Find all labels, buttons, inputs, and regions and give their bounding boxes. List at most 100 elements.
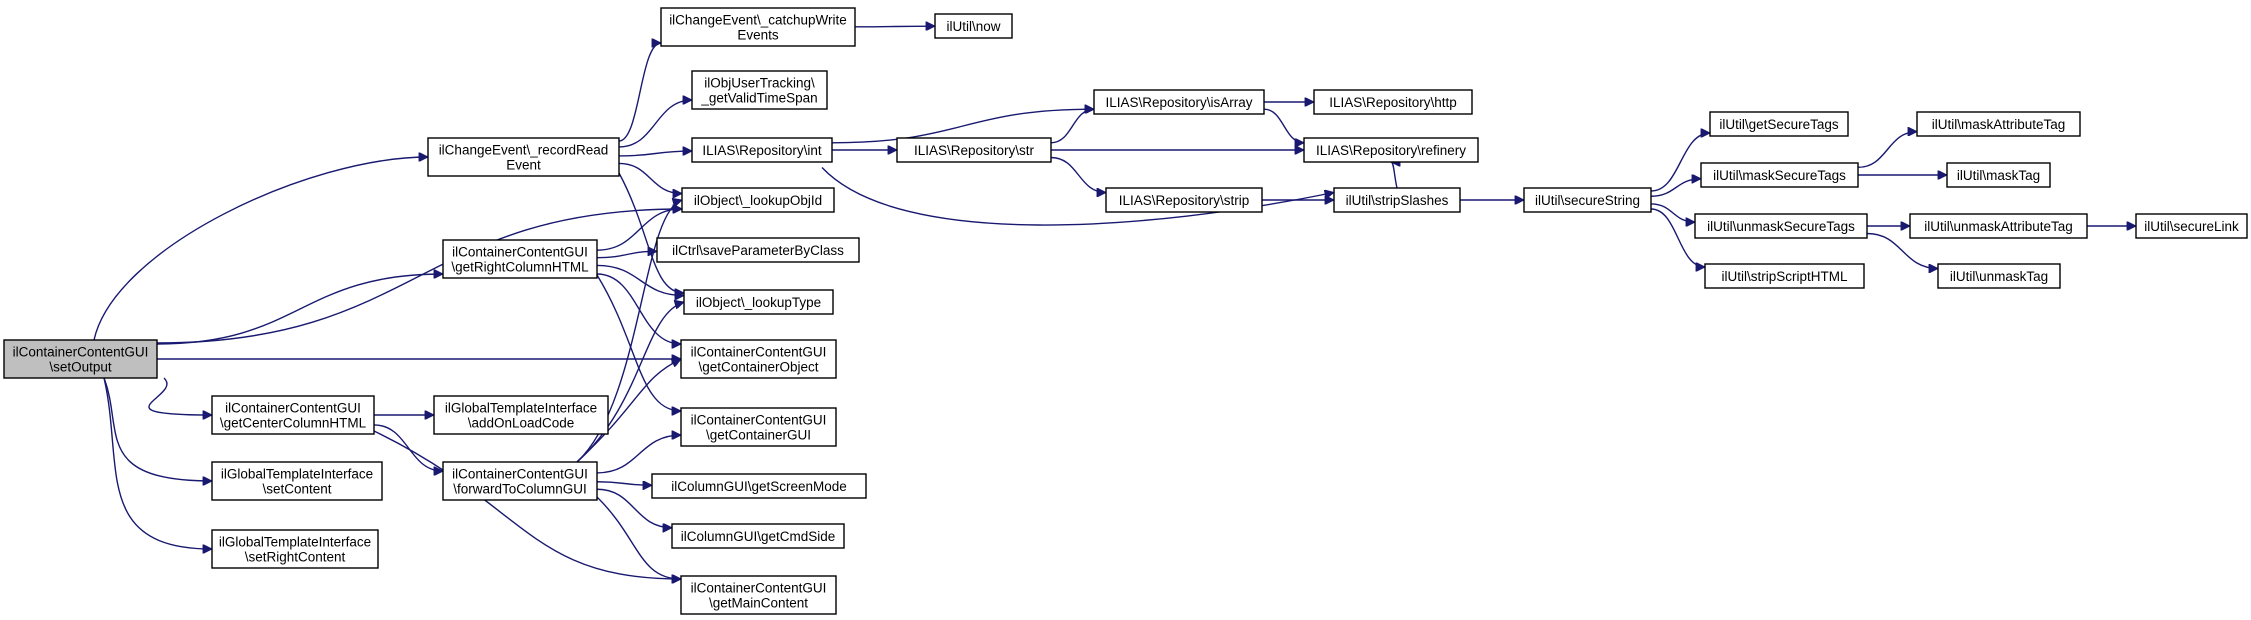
node-label: ilGlobalTemplateInterface bbox=[219, 535, 371, 550]
node-box bbox=[681, 187, 835, 213]
node-containerGUI[interactable]: ilContainerContentGUI\getContainerGUI bbox=[680, 407, 837, 447]
node-box bbox=[1313, 89, 1473, 115]
node-secureString[interactable]: ilUtil\secureString bbox=[1523, 187, 1652, 213]
node-box bbox=[660, 7, 856, 47]
node-box bbox=[211, 461, 383, 501]
node-refinery[interactable]: ILIAS\Repository\refinery bbox=[1303, 137, 1479, 163]
edge-unmaskSecureTags-to-unmaskTag bbox=[1866, 232, 1938, 269]
node-unmaskSecureTags[interactable]: ilUtil\unmaskSecureTags bbox=[1694, 213, 1868, 239]
node-label: ilContainerContentGUI bbox=[691, 581, 827, 596]
node-maskSecureTags[interactable]: ilUtil\maskSecureTags bbox=[1700, 162, 1859, 188]
node-label: ilUtil\unmaskTag bbox=[1950, 269, 2048, 284]
node-box bbox=[433, 395, 609, 435]
node-label: ilObjUserTracking\ bbox=[704, 76, 815, 91]
node-http[interactable]: ILIAS\Repository\http bbox=[1313, 89, 1473, 115]
edge-root-to-centerCol bbox=[148, 377, 212, 415]
edge-root-to-setRightContent bbox=[103, 377, 212, 549]
node-box bbox=[691, 70, 828, 110]
node-setContent[interactable]: ilGlobalTemplateInterface\setContent bbox=[211, 461, 383, 501]
node-maskTag[interactable]: ilUtil\maskTag bbox=[1946, 162, 2051, 188]
node-label: ilUtil\stripScriptHTML bbox=[1721, 269, 1848, 284]
node-forward[interactable]: ilContainerContentGUI\forwardToColumnGUI bbox=[442, 461, 598, 501]
node-secureLink[interactable]: ilUtil\secureLink bbox=[2135, 213, 2248, 239]
node-now[interactable]: ilUtil\now bbox=[934, 13, 1013, 39]
node-screenMode[interactable]: ilColumnGUI\getScreenMode bbox=[651, 473, 867, 499]
node-centerCol[interactable]: ilContainerContentGUI\getCenterColumnHTM… bbox=[211, 395, 375, 435]
edge-root-to-lookupObjId bbox=[156, 209, 682, 344]
node-lookupType[interactable]: ilObject\_lookupType bbox=[683, 289, 834, 315]
node-box bbox=[1709, 111, 1849, 137]
edge-rightCol-to-containerGUI bbox=[596, 274, 681, 411]
node-int[interactable]: ILIAS\Repository\int bbox=[691, 137, 833, 163]
edge-rightCol-to-containerObject bbox=[596, 273, 681, 344]
node-label: ilChangeEvent\_recordRead bbox=[439, 143, 609, 158]
node-lookupObjId[interactable]: ilObject\_lookupObjId bbox=[681, 187, 835, 213]
node-label: \setRightContent bbox=[245, 550, 346, 565]
node-box bbox=[1909, 213, 2088, 239]
node-label: ilUtil\now bbox=[946, 19, 1000, 34]
node-validTime[interactable]: ilObjUserTracking\_getValidTimeSpan bbox=[691, 70, 828, 110]
edge-forward-to-cmdSide bbox=[596, 488, 672, 528]
node-label: ilUtil\stripSlashes bbox=[1346, 193, 1449, 208]
node-label: \addOnLoadCode bbox=[468, 416, 575, 431]
node-label: \forwardToColumnGUI bbox=[453, 482, 587, 497]
node-label: _getValidTimeSpan bbox=[700, 91, 817, 106]
node-box bbox=[1700, 162, 1859, 188]
node-box bbox=[680, 575, 837, 615]
node-setRightContent[interactable]: ilGlobalTemplateInterface\setRightConten… bbox=[211, 529, 379, 569]
node-stripScriptHTML[interactable]: ilUtil\stripScriptHTML bbox=[1704, 263, 1865, 289]
node-unmaskAttributeTag[interactable]: ilUtil\unmaskAttributeTag bbox=[1909, 213, 2088, 239]
node-label: ILIAS\Repository\strip bbox=[1119, 193, 1250, 208]
edge-secureString-to-unmaskSecureTags bbox=[1650, 203, 1695, 222]
node-label: ilContainerContentGUI bbox=[691, 413, 827, 428]
node-label: ILIAS\Repository\refinery bbox=[1316, 143, 1466, 158]
node-box bbox=[1916, 111, 2081, 137]
node-stripSlashes[interactable]: ilUtil\stripSlashes bbox=[1333, 187, 1461, 213]
node-rightCol[interactable]: ilContainerContentGUI\getRightColumnHTML bbox=[442, 239, 598, 279]
node-cmdSide[interactable]: ilColumnGUI\getCmdSide bbox=[671, 523, 845, 549]
node-box bbox=[1105, 187, 1263, 213]
node-addOnLoad[interactable]: ilGlobalTemplateInterface\addOnLoadCode bbox=[433, 395, 609, 435]
edge-str-to-strip bbox=[1050, 156, 1106, 193]
node-label: \setOutput bbox=[49, 360, 112, 375]
edge-int-to-isArray bbox=[831, 109, 1094, 144]
node-saveParam[interactable]: ilCtrl\saveParameterByClass bbox=[656, 237, 860, 263]
node-str[interactable]: ILIAS\Repository\str bbox=[896, 137, 1052, 163]
node-isArray[interactable]: ILIAS\Repository\isArray bbox=[1093, 89, 1265, 115]
node-getSecureTags[interactable]: ilUtil\getSecureTags bbox=[1709, 111, 1849, 137]
node-box bbox=[680, 407, 837, 447]
node-label: ilUtil\maskTag bbox=[1957, 168, 2040, 183]
node-box bbox=[1093, 89, 1265, 115]
edge-secureString-to-stripScriptHTML bbox=[1650, 208, 1705, 267]
edge-root-to-setContent bbox=[103, 377, 212, 481]
node-label: ilObject\_lookupType bbox=[696, 295, 821, 310]
edge-isArray-to-refinery bbox=[1263, 108, 1304, 143]
node-label: ilUtil\unmaskSecureTags bbox=[1707, 219, 1855, 234]
node-box bbox=[1946, 162, 2051, 188]
node-label: ilUtil\unmaskAttributeTag bbox=[1924, 219, 2073, 234]
node-label: ilGlobalTemplateInterface bbox=[445, 401, 597, 416]
node-containerObject[interactable]: ilContainerContentGUI\getContainerObject bbox=[680, 339, 837, 379]
node-label: ilUtil\maskSecureTags bbox=[1713, 168, 1846, 183]
node-label: Events bbox=[737, 28, 779, 43]
node-box bbox=[1523, 187, 1652, 213]
node-root[interactable]: ilContainerContentGUI\setOutput bbox=[3, 339, 158, 379]
node-label: ilUtil\getSecureTags bbox=[1719, 117, 1839, 132]
edge-recordRead-to-lookupObjId bbox=[618, 162, 682, 193]
node-label: ILIAS\Repository\str bbox=[914, 143, 1035, 158]
node-label: ilGlobalTemplateInterface bbox=[221, 467, 373, 482]
nodes-layer: ilContainerContentGUI\setOutputilChangeE… bbox=[3, 7, 2248, 615]
node-strip[interactable]: ILIAS\Repository\strip bbox=[1105, 187, 1263, 213]
node-unmaskTag[interactable]: ilUtil\unmaskTag bbox=[1937, 263, 2061, 289]
node-box bbox=[1937, 263, 2061, 289]
node-box bbox=[1333, 187, 1461, 213]
edge-forward-to-mainContent bbox=[596, 496, 681, 579]
node-mainContent[interactable]: ilContainerContentGUI\getMainContent bbox=[680, 575, 837, 615]
node-label: ilUtil\maskAttributeTag bbox=[1932, 117, 2066, 132]
edge-recordRead-to-validTime bbox=[618, 100, 692, 148]
node-maskAttributeTag[interactable]: ilUtil\maskAttributeTag bbox=[1916, 111, 2081, 137]
node-box bbox=[2135, 213, 2248, 239]
